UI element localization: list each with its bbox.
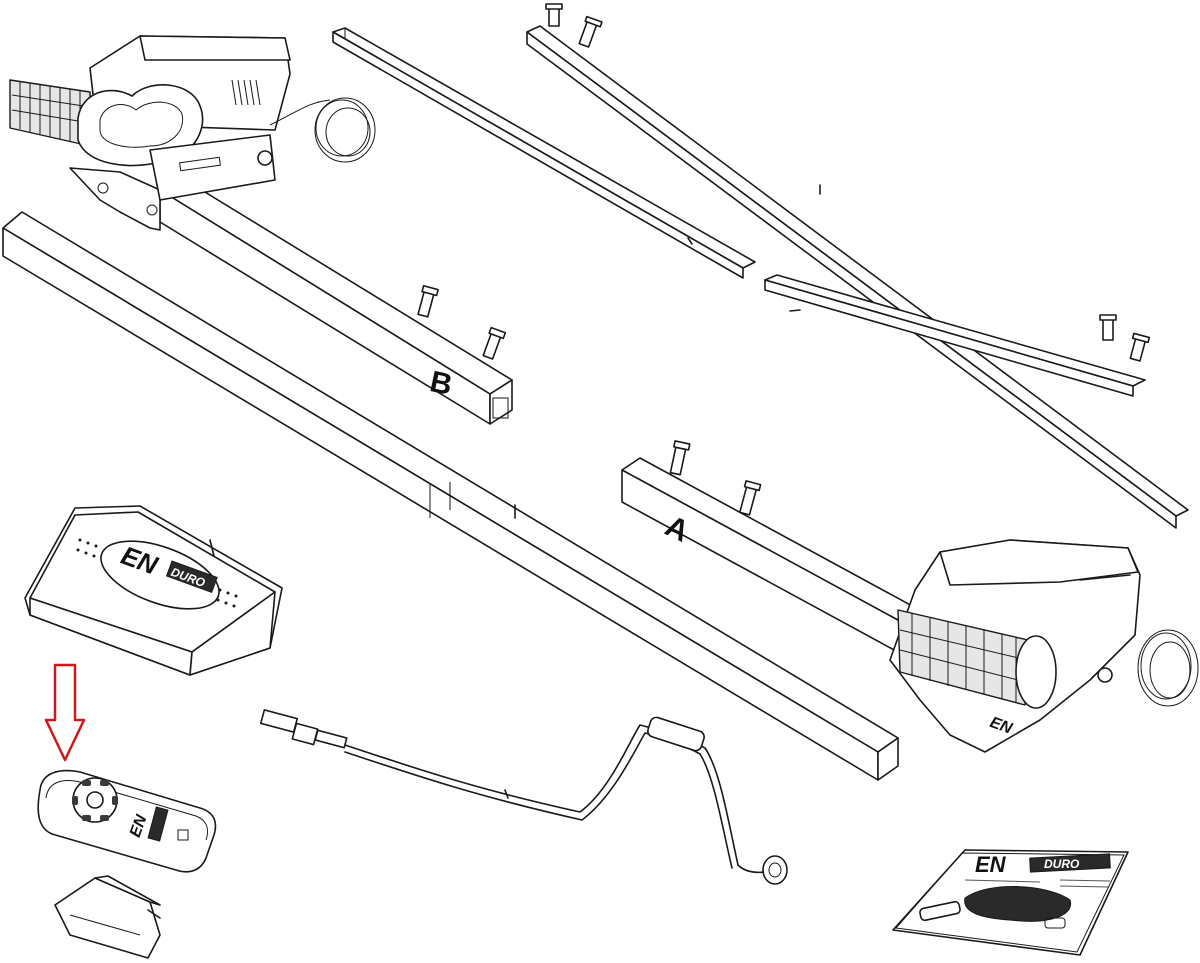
battery-box: EN DURO xyxy=(24,505,283,676)
brand-logo-prefix: EN xyxy=(988,714,1015,738)
connecting-tube-left xyxy=(332,27,756,279)
crank-socket xyxy=(259,709,348,749)
cable-coil-icon xyxy=(1137,629,1199,707)
brand-logo-prefix: EN xyxy=(127,812,151,839)
roller-drum xyxy=(9,79,91,147)
pointer-arrow-icon xyxy=(44,663,86,762)
bolt-icon xyxy=(545,3,563,27)
motor-unit-b: B xyxy=(9,35,513,425)
remote-holder xyxy=(54,875,161,959)
bolt-icon xyxy=(669,440,691,476)
bolt-icon xyxy=(1099,314,1117,341)
brand-logo-suffix: DURO xyxy=(1044,857,1080,871)
cross-bar-long xyxy=(526,3,1189,529)
extension-bar-b: B xyxy=(159,177,513,425)
motor-unit-a: A xyxy=(621,440,1199,753)
remote-control: EN xyxy=(37,769,217,873)
connecting-tube-right xyxy=(764,274,1146,397)
bolt-icon xyxy=(578,15,603,48)
extension-bar-a: A xyxy=(621,440,961,677)
bolt-icon xyxy=(417,284,439,318)
roller-drum xyxy=(897,609,1029,706)
bolt-icon xyxy=(482,326,507,360)
main-square-tube xyxy=(2,211,899,781)
manual-crank xyxy=(259,709,788,885)
brand-logo-prefix: EN xyxy=(975,852,1007,877)
bolt-icon xyxy=(739,480,762,516)
instruction-manual: EN DURO xyxy=(892,849,1129,956)
bolt-icon xyxy=(1129,332,1151,362)
crank-handle xyxy=(647,716,705,752)
cable-coil-icon xyxy=(269,97,376,163)
